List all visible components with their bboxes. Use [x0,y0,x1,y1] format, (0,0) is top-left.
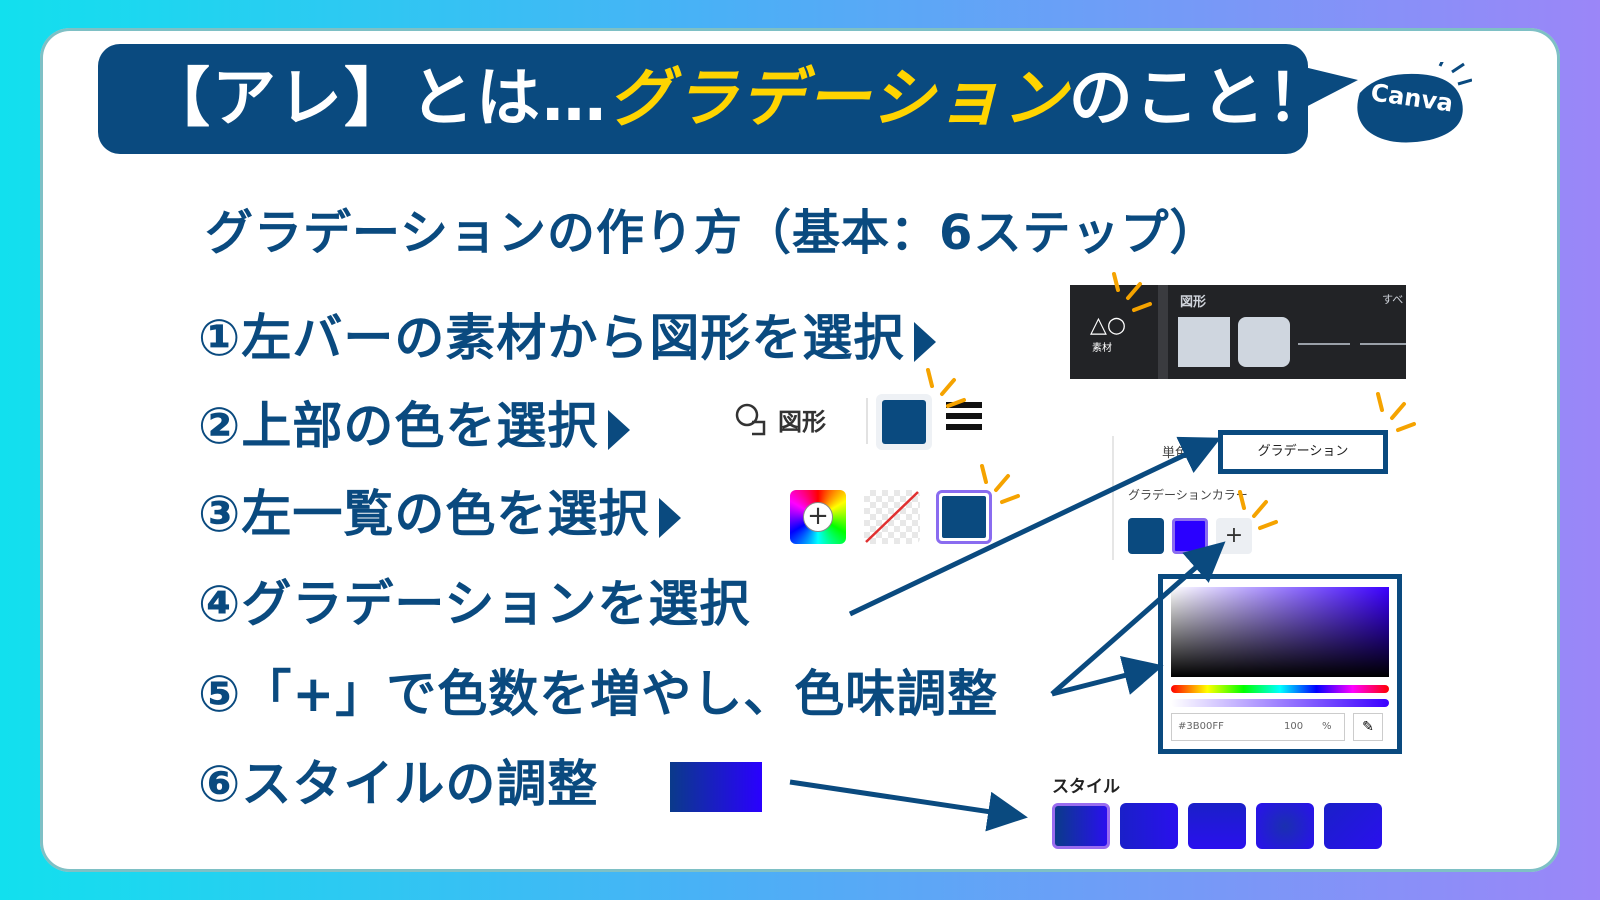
step-5-text: ⑤「+」で色数を増やし、色味調整 [198,665,999,723]
color-picker: #3B00FF 100 % ✎ [1158,574,1402,754]
step-1-arrow-icon [914,321,937,362]
spark-icon-4 [1376,392,1416,432]
shape-square[interactable] [1178,317,1230,367]
step-4-text: ④グラデーションを選択 [198,575,751,633]
style-option-3[interactable] [1188,803,1246,849]
header-prefix: 【アレ】とは… [146,62,608,136]
pointer-arrows [789,436,1226,832]
shape-line-2[interactable] [1360,343,1406,345]
step-2: ②上部の色を選択 [198,386,631,458]
arrow-to-style [789,779,1028,832]
fill-color-swatch[interactable] [882,400,926,444]
style-option-4[interactable] [1256,803,1314,849]
add-color-button[interactable]: + [790,490,846,544]
shapes-title: 図形 [1180,295,1207,310]
canva-logo [1353,62,1472,147]
line-style-icon[interactable] [946,402,982,435]
elements-label[interactable]: 素材 [1092,343,1112,354]
gradient-sample [670,762,762,812]
panel-divider-vertical [1112,436,1114,560]
step-6: ⑥スタイルの調整 [198,744,598,816]
shapes-icon[interactable]: △○ [1090,313,1127,338]
shape-label: 図形 [778,408,826,436]
opacity-value: 100 [1284,721,1304,732]
shape-rounded-square[interactable] [1238,317,1290,367]
gradient-color-label: グラデーションカラー [1128,488,1248,502]
spark-icon-2 [926,368,966,408]
gradient-stop-navy[interactable] [1128,518,1164,554]
opacity-unit: % [1322,721,1332,732]
spark-icon-3 [980,464,1020,504]
step-1-text: ①左バーの素材から図形を選択 [198,309,905,367]
spark-icon-5 [1238,490,1278,530]
editor-toolbar: 図形 [728,394,1018,450]
subtitle: グラデーションの作り方（基本：6ステップ） [205,205,1219,261]
tab-gradient[interactable]: グラデーション [1218,430,1388,474]
step-5: ⑤「+」で色数を増やし、色味調整 [198,654,998,726]
header-suffix: のこと！ [1068,62,1333,136]
step-4: ④グラデーションを選択 [198,564,750,636]
style-label: スタイル [1052,777,1120,797]
step-6-text: ⑥スタイルの調整 [198,755,599,813]
style-option-2[interactable] [1120,803,1178,849]
step-3: ③左一覧の色を選択 [198,474,682,546]
style-option-5[interactable] [1324,803,1382,849]
spark-icon-1 [1112,272,1152,312]
see-all-link[interactable]: すべ [1382,293,1404,306]
add-color-icon: + [803,502,833,532]
eyedropper-icon[interactable]: ✎ [1353,713,1383,741]
hex-value: #3B00FF [1178,721,1224,732]
step-3-arrow-icon [659,497,682,538]
arrow-to-gradient-tab [848,436,1222,617]
header-highlight: グラデーション [608,62,1069,136]
step-2-arrow-icon [608,409,631,450]
panel-divider [1158,285,1168,379]
step-1: ①左バーの素材から図形を選択 [198,298,937,370]
toolbar-divider [866,398,868,444]
hue-slider[interactable] [1171,685,1389,693]
shape-line[interactable] [1298,343,1350,345]
saturation-area[interactable] [1171,587,1389,677]
step-2-text: ②上部の色を選択 [198,397,599,455]
opacity-slider[interactable] [1171,699,1389,707]
speech-tail [1300,66,1358,110]
style-option-1[interactable] [1052,803,1110,849]
step-3-text: ③左一覧の色を選択 [198,485,650,543]
arrow-to-picker [1051,656,1164,697]
arrow-to-add-stop [1050,541,1226,696]
shape-outline-icon [735,403,766,436]
elements-panel: △○ 素材 図形 すべ [1070,285,1406,379]
navy-color-swatch[interactable] [936,490,992,544]
no-color-swatch[interactable] [864,490,920,544]
header-banner: 【アレ】とは…グラデーションのこと！ [98,44,1331,154]
spark-icons [926,272,1416,530]
hex-input[interactable]: #3B00FF 100 % [1171,713,1345,741]
